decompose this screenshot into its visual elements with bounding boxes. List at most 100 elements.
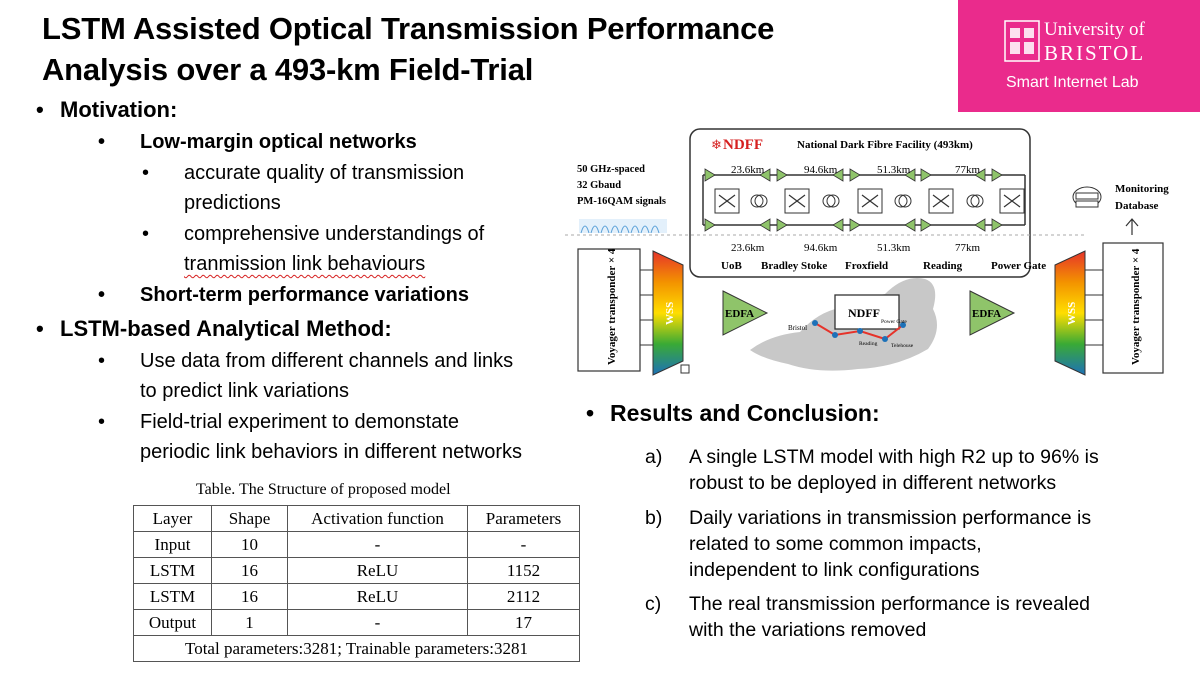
signal-label: 50 GHz-spaced: [577, 164, 645, 175]
ndff-nodes: [714, 188, 1025, 214]
node-label: Reading: [923, 260, 963, 272]
slide-title: LSTM Assisted Optical Transmission Perfo…: [42, 8, 922, 90]
cloud-icon: [1072, 186, 1102, 208]
inline-amplifiers: [704, 168, 1003, 232]
table-header: Layer: [133, 505, 212, 532]
table-cell: Output: [133, 609, 212, 636]
table-footer: Total parameters:3281; Trainable paramet…: [133, 635, 580, 662]
right-transponder: [1102, 242, 1164, 374]
comprehensive-item-cont: tranmission link behaviours: [184, 253, 425, 276]
ndff-box: [834, 294, 900, 330]
title-line-2: Analysis over a 493-km Field-Trial: [42, 52, 534, 87]
facility-frame: [689, 128, 1031, 278]
table-header: Parameters: [467, 505, 580, 532]
span-label: 77km: [955, 164, 981, 176]
left-wss: [652, 250, 684, 376]
table-header: Activation function: [287, 505, 468, 532]
table-cell: -: [287, 609, 468, 636]
table-cell: 16: [211, 557, 288, 584]
accurate-item: accurate quality of transmission: [142, 162, 464, 185]
route-points: [812, 320, 906, 342]
span-label: 23.6km: [731, 164, 765, 176]
result-text: independent to link configurations: [689, 559, 980, 581]
tranmission-word: tranmission link behaviours: [184, 253, 426, 275]
result-text: The real transmission performance is rev…: [689, 593, 1091, 615]
table-header-row: Layer Shape Activation function Paramete…: [133, 505, 580, 532]
table-row: LSTM 16 ReLU 1152: [133, 557, 580, 584]
map-label: Telehouse: [891, 343, 914, 349]
node-label: Power Gate: [991, 260, 1046, 272]
up-arrow-icon: [1125, 218, 1139, 235]
result-text: Daily variations in transmission perform…: [689, 507, 1092, 529]
table-footer-row: Total parameters:3281; Trainable paramet…: [133, 635, 580, 662]
field-trial-item: Field-trial experiment to demonstate: [98, 411, 459, 434]
table-row: LSTM 16 ReLU 2112: [133, 583, 580, 610]
map-label: Reading: [859, 341, 878, 347]
title-line-1: LSTM Assisted Optical Transmission Perfo…: [42, 11, 775, 46]
table-row: Input 10 - -: [133, 531, 580, 558]
monitoring-label: Monitoring: [1115, 183, 1169, 195]
field-trial-item-cont: periodic link behaviors in different net…: [140, 441, 523, 463]
facility-label: National Dark Fibre Facility (493km): [797, 139, 973, 151]
table-cell: 10: [211, 531, 288, 558]
snowflake-icon: ❄: [711, 137, 722, 152]
signal-label: PM-16QAM signals: [577, 196, 666, 207]
model-structure-table: Layer Shape Activation function Paramete…: [133, 505, 580, 662]
spectrum-icon: [579, 219, 667, 234]
left-wss-label: WSS: [664, 302, 676, 325]
right-wss: [1054, 250, 1086, 376]
result-label: b): [645, 507, 663, 529]
short-term-item: Short-term performance variations: [98, 284, 469, 307]
result-text: with the variations removed: [689, 619, 927, 641]
use-data-item: Use data from different channels and lin…: [98, 350, 513, 373]
right-edfa-label: EDFA: [972, 308, 1001, 320]
left-transponder: [577, 248, 641, 372]
right-wss-label: WSS: [1066, 302, 1078, 325]
map-label: Bristol: [788, 324, 807, 332]
right-edfa: [969, 290, 1016, 336]
table-cell: ReLU: [287, 557, 468, 584]
database-label: Database: [1115, 200, 1159, 212]
map-label: Power Gate: [881, 319, 907, 325]
span-label: 51.3km: [877, 164, 911, 176]
node-label: UoB: [721, 260, 742, 272]
motivation-heading: Motivation:: [36, 97, 177, 123]
table-cell: LSTM: [133, 557, 212, 584]
right-transponder-arrows: [1085, 269, 1103, 346]
table-cell: 2112: [467, 583, 580, 610]
crest-icon: [1004, 20, 1040, 62]
span-label: 77km: [955, 242, 981, 254]
span-label: 94.6km: [804, 164, 838, 176]
table-caption: Table. The Structure of proposed model: [196, 481, 451, 498]
table-cell: LSTM: [133, 583, 212, 610]
span-label: 51.3km: [877, 242, 911, 254]
result-label: c): [645, 593, 662, 615]
left-edfa: [722, 290, 769, 336]
span-label: 23.6km: [731, 242, 765, 254]
university-name: University of: [1044, 19, 1145, 40]
result-text: related to some common impacts,: [689, 533, 982, 555]
table-cell: -: [467, 531, 580, 558]
table-cell: 1: [211, 609, 288, 636]
table-row: Output 1 - 17: [133, 609, 580, 636]
table-cell: 17: [467, 609, 580, 636]
use-data-item-cont: to predict link variations: [140, 380, 349, 402]
table-cell: 1152: [467, 557, 580, 584]
span-label: 94.6km: [804, 242, 838, 254]
university-bristol: BRISTOL: [1044, 41, 1146, 65]
left-transponder-label: Voyager transponder × 4: [606, 248, 618, 365]
left-transponder-arrows: [640, 269, 653, 346]
table-cell: 16: [211, 583, 288, 610]
lab-name: Smart Internet Lab: [1006, 74, 1139, 91]
table-header: Shape: [211, 505, 288, 532]
low-margin-item: Low-margin optical networks: [98, 131, 417, 154]
table-cell: -: [287, 531, 468, 558]
node-label: Bradley Stoke: [761, 260, 827, 272]
fiber-spools: [750, 194, 984, 208]
university-logo: University of BRISTOL Smart Internet Lab: [958, 0, 1200, 112]
accurate-item-cont: predictions: [184, 192, 281, 214]
left-edfa-label: EDFA: [725, 308, 754, 320]
ndff-setup-diagram: NDFF ❄ National Dark Fibre Facility (493…: [565, 128, 1169, 376]
table-cell: ReLU: [287, 583, 468, 610]
result-text: A single LSTM model with high R2 up to 9…: [689, 446, 1099, 468]
